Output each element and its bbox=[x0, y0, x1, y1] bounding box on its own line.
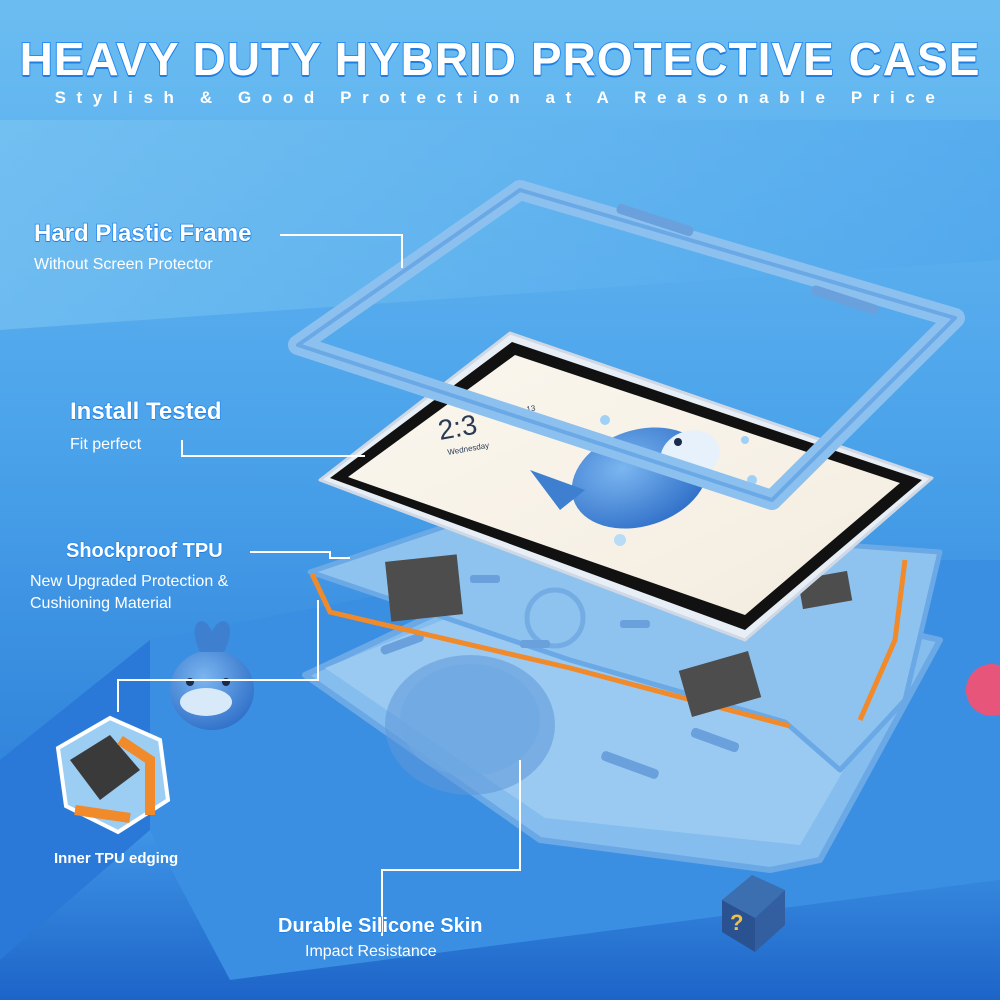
svg-text:?: ? bbox=[730, 910, 743, 935]
callout-tpu-desc-line1: New Upgraded Protection & bbox=[30, 573, 229, 590]
tablet-date-suffix: 13 bbox=[526, 403, 537, 414]
callout-edging-desc: Inner TPU edging bbox=[54, 850, 179, 867]
callout-tpu-desc-line2: Cushioning Material bbox=[30, 595, 172, 612]
pink-toy bbox=[966, 664, 1000, 716]
callout-frame-desc: Without Screen Protector bbox=[34, 256, 213, 273]
tablet-clock: 2:3 bbox=[436, 409, 480, 446]
question-block-toy: ? bbox=[722, 875, 785, 952]
whale-toy bbox=[170, 621, 254, 730]
callout-skin-label: Durable Silicone Skin bbox=[277, 914, 483, 938]
page-subtitle: Stylish & Good Protection at A Reasonabl… bbox=[54, 88, 946, 107]
callout-skin-desc: Impact Resistance bbox=[305, 943, 437, 960]
callout-tpu-label: Shockproof TPU bbox=[65, 539, 223, 563]
callout-frame-label: Hard Plastic Frame bbox=[33, 219, 252, 248]
tpu-edging-detail bbox=[55, 715, 171, 835]
callout-install-label: Install Tested bbox=[69, 397, 222, 426]
callout-lines bbox=[117, 234, 521, 936]
page-title: HEAVY DUTY HYBRID PROTECTIVE CASE bbox=[19, 32, 981, 86]
hard-plastic-frame bbox=[288, 180, 965, 510]
callout-install-desc: Fit perfect bbox=[70, 436, 142, 453]
platform-shadow bbox=[0, 830, 1000, 1000]
back-wall bbox=[0, 120, 1000, 330]
